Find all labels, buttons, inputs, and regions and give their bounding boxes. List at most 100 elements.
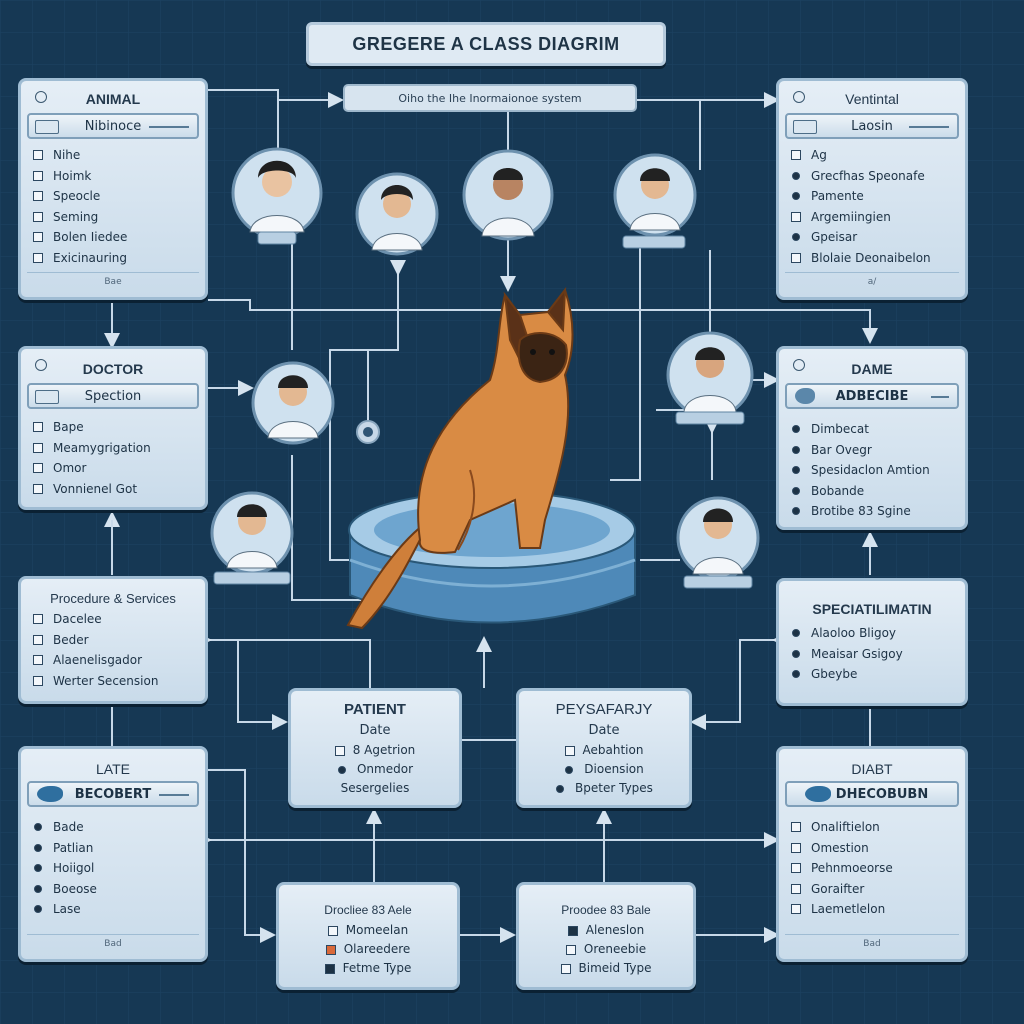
list-item: Bade — [33, 817, 197, 838]
checkbox-icon — [324, 963, 335, 974]
diagram-subtitle: Oiho the Ihe Inormaionoe system — [343, 84, 637, 112]
item-text: Aebahtion — [582, 743, 644, 757]
card-attribute-list: Dacelee Beder Alaenelisgador Werter Sece… — [33, 609, 197, 691]
bullet-icon — [792, 649, 800, 658]
avatar-vet-3 — [462, 149, 554, 241]
checkbox-icon — [791, 863, 801, 874]
item-text: 8 Agetrion — [352, 743, 416, 757]
avatar-vet-6 — [666, 331, 754, 425]
checkbox-icon — [560, 963, 571, 974]
checkbox-icon — [33, 614, 43, 625]
checkbox-icon — [791, 822, 801, 833]
item-text: Boeose — [53, 881, 97, 896]
item-text: Spesidaclon Amtion — [811, 463, 930, 477]
item-text: Onmedor — [356, 762, 413, 776]
item-text: Beder — [53, 632, 89, 647]
item-text: Lase — [53, 902, 81, 916]
card-footer: a/ — [785, 272, 959, 291]
bullet-icon — [792, 670, 800, 679]
class-card-ventintal[interactable]: Ventintal Laosin Ag Grecfhas Speonafe Pa… — [776, 78, 968, 300]
arrow-line-icon — [931, 396, 949, 398]
list-item: Exicinauring — [33, 248, 197, 269]
dog-illustration — [346, 286, 574, 630]
list-item: Blolaie Deonaibelon — [791, 248, 957, 269]
card-header-bar: ADBECIBE — [785, 383, 959, 409]
card-attribute-list: Bade Patlian Hoiigol Boeose Lase — [33, 817, 197, 920]
checkbox-icon — [564, 745, 575, 756]
class-card-pharmacy[interactable]: PEYSAFARJY Date Aebahtion Dioension Bpet… — [516, 688, 692, 808]
class-card-dose-left[interactable]: Drocliee 83 Aele Momeelan Olareedere Fet… — [276, 882, 460, 990]
list-item: Dacelee — [33, 609, 197, 630]
item-text: Bolen Iiedee — [53, 230, 128, 244]
class-card-specialist[interactable]: SPECIATILIMATIN Alaoloo Bligoy Meaisar G… — [776, 578, 968, 706]
avatars — [210, 147, 760, 589]
card-title: DAME — [851, 361, 893, 377]
list-item: Dimbecat — [791, 419, 957, 440]
list-item: Omor — [33, 458, 197, 479]
class-card-diabt[interactable]: DIABT DHECOBUBN Onaliftielon Omestion Pe… — [776, 746, 968, 962]
bullet-icon — [792, 445, 800, 454]
item-text: Werter Secension — [53, 673, 159, 688]
bullet-icon — [792, 192, 800, 201]
list-item: Hoimk — [33, 166, 197, 187]
card-header-bar: Laosin — [785, 113, 959, 139]
checkbox-icon — [567, 925, 578, 936]
card-header-bar: Nibinoce — [27, 113, 199, 139]
item-text: Momeelan — [345, 923, 409, 937]
card-bar-label: Spection — [84, 388, 142, 404]
list-item: Alaoloo Bligoy — [791, 623, 957, 644]
list-item: Beder — [33, 630, 197, 651]
list-item: Meaisar Gsigoy — [791, 644, 957, 665]
checkbox-icon — [791, 211, 801, 222]
diagram-title: GREGERE A CLASS DIAGRIM — [306, 22, 666, 66]
list-item: Pamente — [791, 186, 957, 207]
bullet-icon — [792, 171, 800, 180]
checkbox-icon — [791, 883, 801, 894]
arrow-line-icon — [159, 794, 189, 796]
bullet-icon — [556, 784, 565, 793]
avatar-vet-8 — [676, 496, 760, 589]
list-item: Bpeter Types — [519, 779, 689, 798]
list-item: Goraifter — [791, 879, 957, 900]
item-text: Sesergelies — [340, 781, 410, 795]
item-text: Exicinauring — [53, 250, 128, 265]
list-item: Alaenelisgador — [33, 650, 197, 671]
card-attribute-list: Onaliftielon Omestion Pehnmoeorse Goraif… — [791, 817, 957, 920]
list-item: Oreneebie — [519, 940, 693, 959]
checkbox-icon — [325, 944, 336, 955]
list-item: Onmedor — [291, 760, 459, 779]
avatar-vet-2 — [355, 172, 439, 256]
animal-silhouette-icon — [805, 786, 831, 802]
class-card-dame[interactable]: DAME ADBECIBE Dimbecat Bar Ovegr Spesida… — [776, 346, 968, 530]
item-text: Onaliftielon — [811, 820, 880, 834]
card-subtitle: Date — [359, 723, 391, 738]
list-item: Aebahtion — [519, 741, 689, 760]
item-text: Brotibe 83 Sgine — [811, 504, 911, 518]
list-item: Argemiingien — [791, 207, 957, 228]
list-item: Pehnmoeorse — [791, 858, 957, 879]
class-card-doctor[interactable]: DOCTOR Spection Bape Meamygrigation Omor… — [18, 346, 208, 510]
class-card-dose-right[interactable]: Proodee 83 Bale Aleneslon Oreneebie Bime… — [516, 882, 696, 990]
class-card-procedure-services[interactable]: Procedure & Services Dacelee Beder Alaen… — [18, 576, 208, 704]
bullet-icon — [337, 765, 346, 774]
bullet-icon — [792, 629, 800, 638]
animal-silhouette-icon — [37, 786, 63, 802]
card-subtitle: Date — [588, 723, 620, 738]
item-text: Alaenelisgador — [53, 653, 143, 667]
list-item: Spesidaclon Amtion — [791, 460, 957, 481]
item-text: Hoiigol — [53, 861, 95, 875]
card-bar-label: Laosin — [851, 118, 893, 134]
class-card-patient[interactable]: PATIENT Date 8 Agetrion Onmedor Sesergel… — [288, 688, 462, 808]
table-icon — [35, 390, 59, 404]
class-card-late[interactable]: LATE BECOBERT Bade Patlian Hoiigol Boeos… — [18, 746, 208, 962]
card-bar-label: BECOBERT — [74, 786, 152, 802]
item-text: Dimbecat — [811, 422, 869, 436]
avatar-vet-5 — [251, 361, 335, 445]
arrow-line-icon — [909, 126, 949, 128]
item-text: Hoimk — [53, 168, 92, 183]
bullet-icon — [34, 864, 42, 873]
item-text: Omor — [53, 461, 87, 475]
item-text: Nihe — [53, 148, 81, 162]
card-title: Drocliee 83 Aele — [324, 903, 412, 917]
class-card-animal[interactable]: ANIMAL Nibinoce Nihe Hoimk Speocle Semin… — [18, 78, 208, 300]
